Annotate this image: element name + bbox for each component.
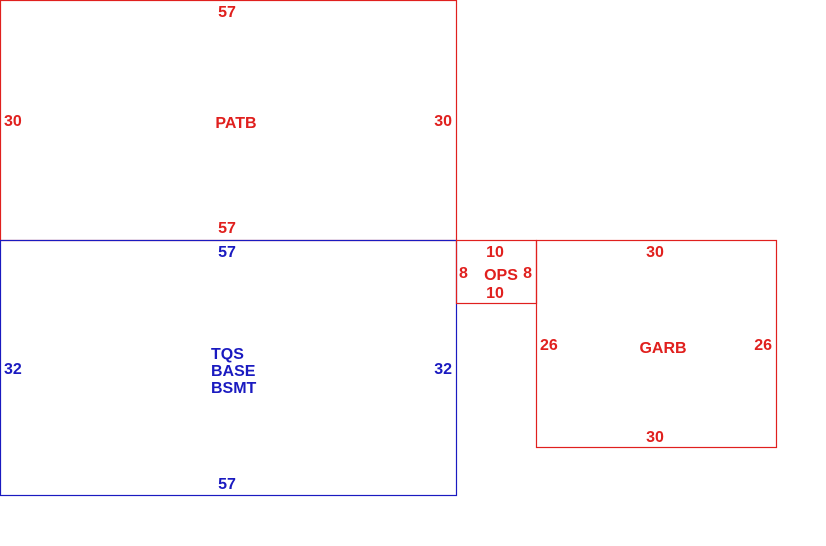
area-ops: 10 10 8 8 OPS	[455, 239, 538, 305]
area-ops-dim-left: 8	[459, 265, 468, 282]
area-patb-dim-bottom: 57	[218, 220, 236, 237]
area-tqs-dim-top: 57	[218, 244, 236, 261]
area-tqs-base-bsmt: 57 57 32 32 TQS BASE BSMT	[0, 239, 458, 497]
area-patb-dim-right: 30	[434, 113, 452, 130]
area-tqs-dim-bottom: 57	[218, 476, 236, 493]
area-garb-outline	[535, 239, 778, 449]
area-ops-name-line-1: OPS	[484, 267, 518, 284]
area-patb: 57 57 30 30 PATB	[0, 0, 458, 242]
area-patb-name: PATB	[215, 115, 256, 132]
area-patb-name-line-1: PATB	[215, 115, 256, 132]
area-ops-dim-bottom: 10	[486, 285, 504, 302]
area-garb: 30 30 26 26 GARB	[535, 239, 778, 449]
area-tqs-outline	[0, 239, 458, 497]
area-patb-dim-top: 57	[218, 4, 236, 21]
area-tqs-name-line-2: BASE	[211, 363, 256, 380]
area-garb-dim-left: 26	[540, 337, 558, 354]
area-tqs-dim-right: 32	[434, 361, 452, 378]
area-garb-name-line-1: GARB	[639, 340, 686, 357]
area-ops-dim-right: 8	[523, 265, 532, 282]
area-garb-dim-right: 26	[754, 337, 772, 354]
area-tqs-dim-left: 32	[4, 361, 22, 378]
area-garb-name: GARB	[639, 340, 686, 357]
area-ops-dim-top: 10	[486, 244, 504, 261]
area-tqs-name: TQS BASE BSMT	[211, 346, 260, 397]
area-tqs-name-line-3: BSMT	[211, 380, 257, 397]
area-garb-dim-top: 30	[646, 244, 664, 261]
area-garb-dim-bottom: 30	[646, 429, 664, 446]
area-patb-dim-left: 30	[4, 113, 22, 130]
area-ops-name: OPS	[484, 267, 518, 284]
area-tqs-name-line-1: TQS	[211, 346, 244, 363]
